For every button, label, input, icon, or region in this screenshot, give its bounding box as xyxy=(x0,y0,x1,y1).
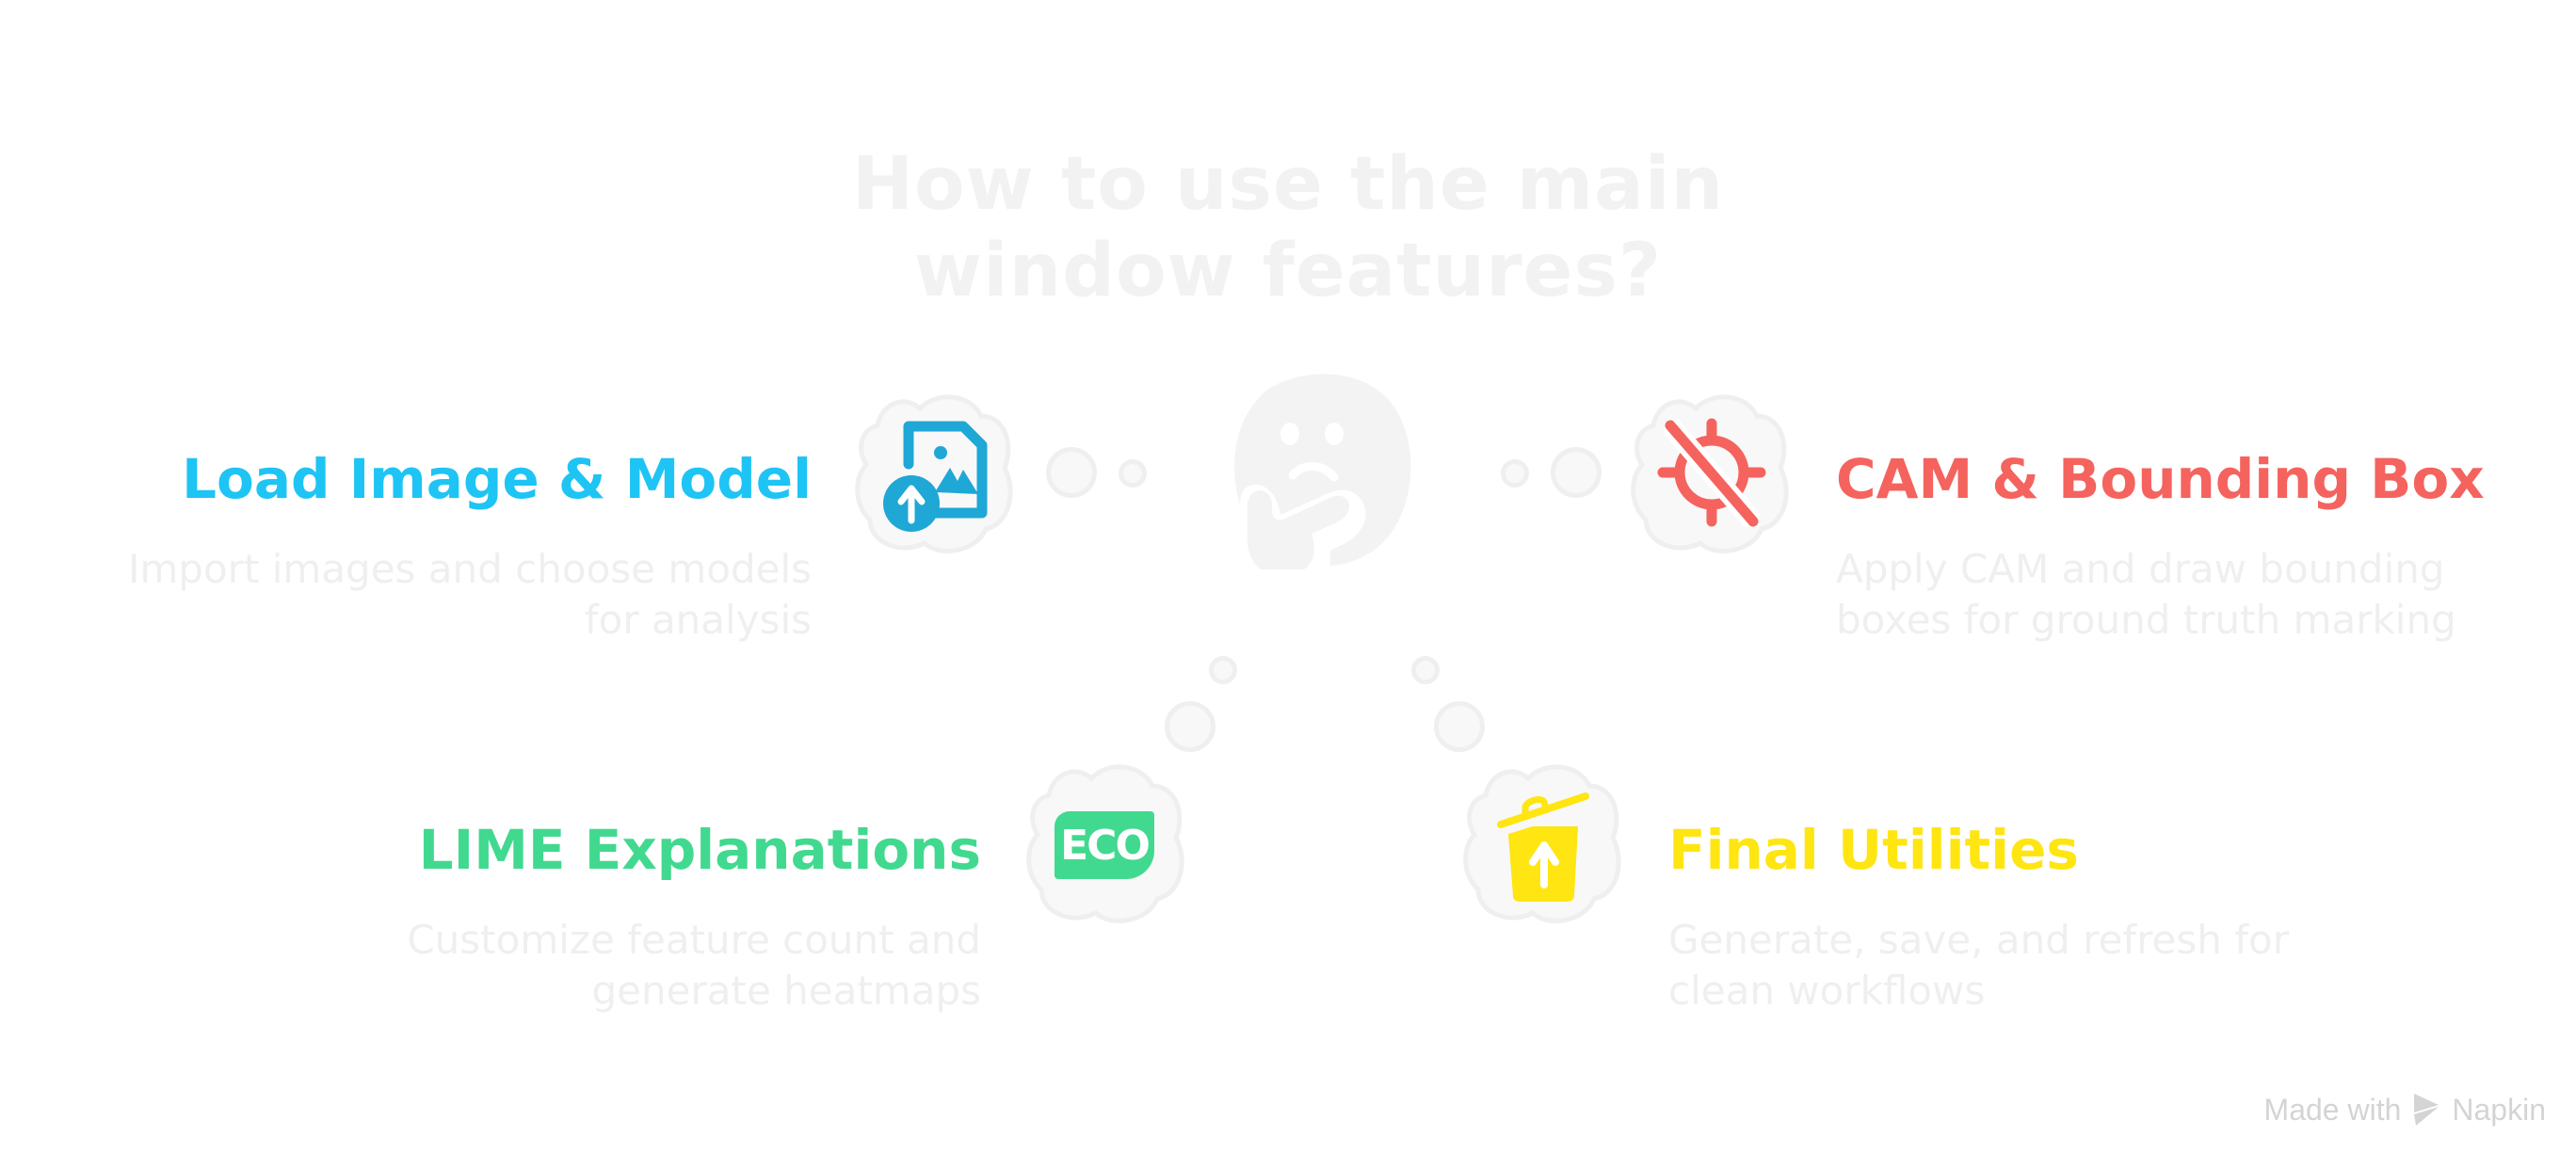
description-line: generate heatmaps xyxy=(591,968,981,1014)
connector-bubble xyxy=(1119,459,1147,488)
description-line: clean workflows xyxy=(1668,968,1986,1014)
title-line-2: window features? xyxy=(913,229,1663,313)
connector-bubble xyxy=(1551,447,1602,498)
description-line: Apply CAM and draw bounding xyxy=(1836,546,2445,592)
target-off-icon xyxy=(1657,418,1766,527)
thinking-face-icon xyxy=(1234,374,1411,569)
image-upload-icon xyxy=(883,421,988,532)
feature-heading: Final Utilities xyxy=(1668,818,2079,882)
description-line: for analysis xyxy=(584,597,812,643)
feature-description: Generate, save, and refresh for clean wo… xyxy=(1668,915,2289,1016)
connector-bubble xyxy=(1411,656,1440,684)
connector-bubble xyxy=(1046,447,1097,498)
eco-badge-icon: ECO xyxy=(1055,811,1154,879)
description-line: Generate, save, and refresh for xyxy=(1668,917,2289,963)
trash-restore-icon xyxy=(1497,792,1589,902)
napkin-logo-icon xyxy=(2414,1094,2439,1126)
eco-badge-text: ECO xyxy=(1060,821,1151,870)
description-line: Customize feature count and xyxy=(407,917,981,963)
footer-made-with: Made with xyxy=(2263,1092,2402,1127)
feature-heading: LIME Explanations xyxy=(418,818,981,882)
feature-description: Customize feature count and generate hea… xyxy=(134,915,981,1016)
feature-heading: CAM & Bounding Box xyxy=(1836,447,2485,511)
connector-bubble xyxy=(1501,459,1529,488)
description-line: Import images and choose models xyxy=(128,546,812,592)
feature-heading: Load Image & Model xyxy=(182,447,812,511)
connector-bubble xyxy=(1165,701,1216,752)
diagram-title: How to use the main window features? xyxy=(0,141,2576,314)
footer-brand: Napkin xyxy=(2452,1092,2546,1127)
feature-description: Import images and choose models for anal… xyxy=(0,544,812,646)
title-line-1: How to use the main xyxy=(851,142,1725,227)
feature-description: Apply CAM and draw bounding boxes for gr… xyxy=(1836,544,2456,646)
made-with-napkin-watermark: Made with Napkin xyxy=(2264,1092,2546,1128)
connector-bubble xyxy=(1209,656,1237,684)
connector-bubble xyxy=(1434,701,1485,752)
description-line: boxes for ground truth marking xyxy=(1836,597,2456,643)
